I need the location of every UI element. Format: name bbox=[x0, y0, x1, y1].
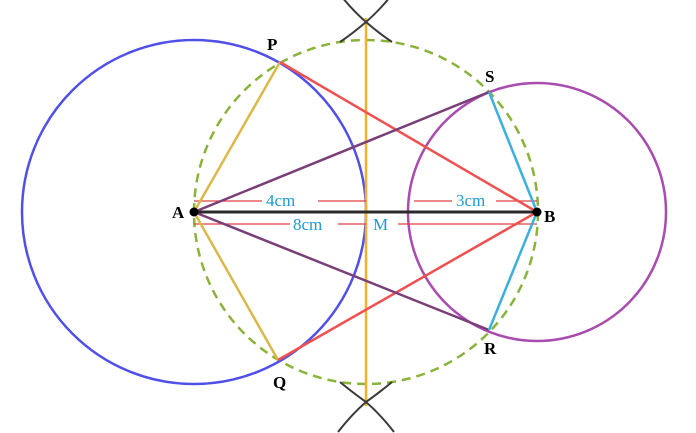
construction-arcs-bottom bbox=[337, 381, 395, 433]
line-b-r bbox=[487, 211, 539, 331]
line-b-s bbox=[487, 91, 539, 213]
point-b bbox=[532, 207, 542, 217]
label-point-s: S bbox=[485, 67, 494, 86]
label-point-a: A bbox=[172, 203, 185, 222]
construction-arcs-top bbox=[339, 0, 393, 43]
line-a-q bbox=[192, 211, 280, 361]
dim-label-radius-a: 4cm bbox=[266, 191, 295, 210]
point-a bbox=[189, 207, 199, 217]
dim-label-ab: 8cm bbox=[293, 215, 322, 234]
line-b-p bbox=[279, 60, 538, 214]
line-b-q bbox=[277, 210, 538, 362]
label-point-m: M bbox=[373, 215, 388, 234]
line-a-r bbox=[193, 210, 490, 332]
label-point-b: B bbox=[544, 207, 555, 226]
line-a-s bbox=[193, 90, 490, 214]
label-point-r: R bbox=[484, 339, 497, 358]
label-point-p: P bbox=[267, 35, 277, 54]
line-a-p bbox=[192, 61, 282, 213]
dim-label-radius-b: 3cm bbox=[456, 191, 485, 210]
label-point-q: Q bbox=[273, 373, 286, 392]
